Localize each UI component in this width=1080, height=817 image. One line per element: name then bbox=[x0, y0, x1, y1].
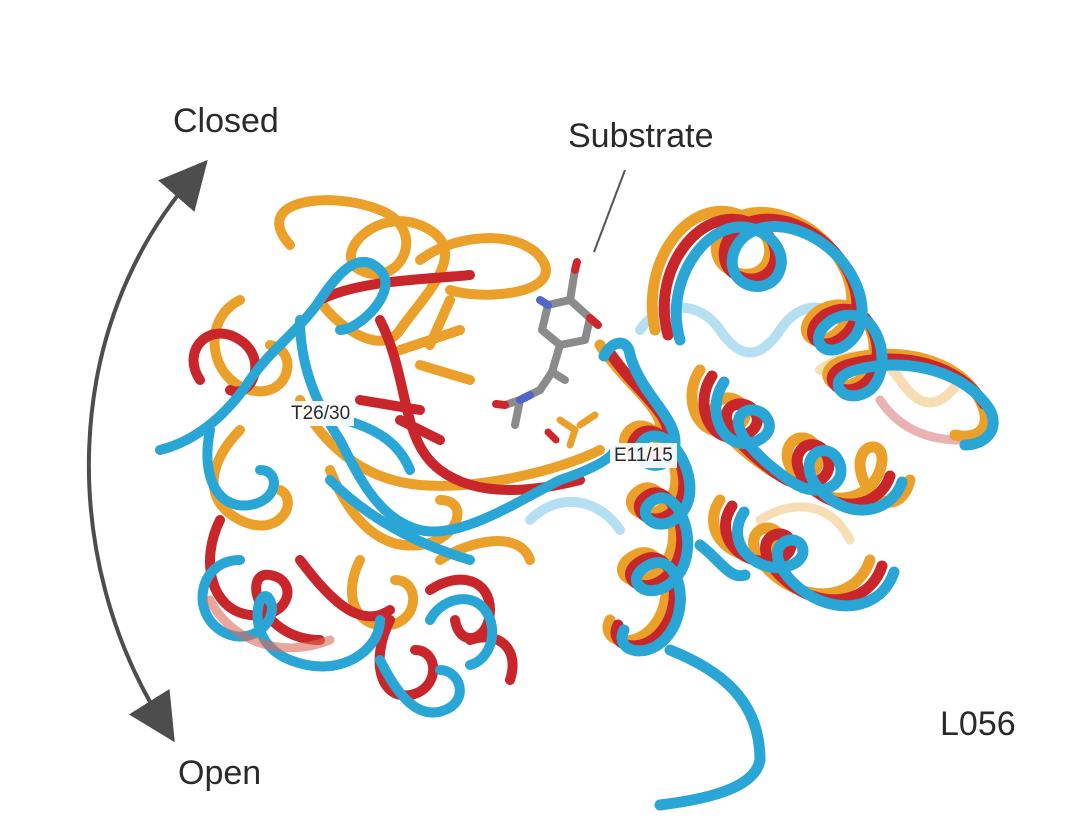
protein-id-label: L056 bbox=[940, 705, 1016, 743]
right-helical-domain bbox=[525, 205, 999, 612]
right-helix-blue bbox=[670, 221, 999, 612]
substrate-molecule bbox=[492, 258, 602, 449]
left-core-domain bbox=[155, 195, 620, 718]
substrate-label: Substrate bbox=[568, 117, 714, 155]
substrate-pointer-line bbox=[593, 169, 626, 253]
residue-t-tag: T26/30 bbox=[287, 401, 355, 426]
closed-label: Closed bbox=[173, 102, 279, 140]
left-chain-blue bbox=[155, 257, 620, 718]
motion-arrow bbox=[86, 159, 208, 743]
residue-e-tag: E11/15 bbox=[610, 443, 677, 468]
open-label: Open bbox=[178, 754, 262, 792]
